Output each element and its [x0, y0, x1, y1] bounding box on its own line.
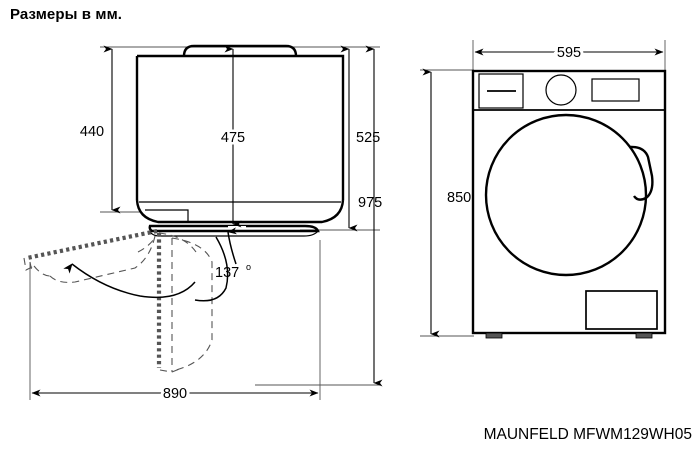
dimension-label-595: 595 [557, 45, 581, 61]
side-view-group: 137 o 440 475 525 975 890 [23, 44, 383, 405]
drum-door[interactable] [484, 113, 648, 277]
dimension-label-850: 850 [447, 190, 471, 206]
program-dial[interactable] [545, 74, 577, 106]
body-inner-bracket [145, 209, 189, 221]
door-open-body-left [33, 265, 51, 277]
door-handle[interactable] [628, 145, 654, 201]
door-position-vertical-base [159, 369, 173, 373]
cabinet-outline [471, 69, 667, 335]
dimension-label-475: 475 [221, 130, 245, 146]
dimension-label-890: 890 [163, 386, 187, 402]
dimension-label-angle: 137 [215, 265, 239, 281]
detergent-drawer [478, 73, 524, 109]
closed-door-slab-lower [149, 230, 320, 237]
dimension-label-525: 525 [356, 130, 380, 146]
angle-leader-arrow [227, 227, 237, 265]
leveling-foot-right [635, 332, 653, 339]
door-vertical-body-outline [171, 237, 213, 371]
dimension-label-440: 440 [80, 124, 104, 140]
body-bottom-curve [135, 199, 345, 224]
front-view-group: 595 850 [420, 40, 667, 339]
door-open-tip-detail [23, 257, 35, 271]
door-vertical-body-top [158, 232, 197, 253]
model-name-label: MAUNFELD MFWM129WH05 [483, 426, 692, 443]
leveling-foot-left [485, 332, 503, 339]
door-open-body-outline [49, 235, 156, 283]
page-title: Размеры в мм. [10, 6, 123, 23]
door-swing-arc-right [194, 236, 229, 302]
display-panel [591, 78, 640, 102]
body-top-and-right [137, 54, 345, 200]
degree-symbol: o [246, 262, 251, 272]
door-swing-arc-left [63, 263, 196, 299]
top-lid-protrusion [182, 44, 298, 57]
door-latch-gap [228, 226, 246, 230]
filter-access-panel[interactable] [585, 290, 658, 330]
door-position-open-hatched [26, 228, 158, 261]
door-open-body-hinge-edge [137, 235, 157, 253]
dimension-label-975: 975 [358, 195, 382, 211]
